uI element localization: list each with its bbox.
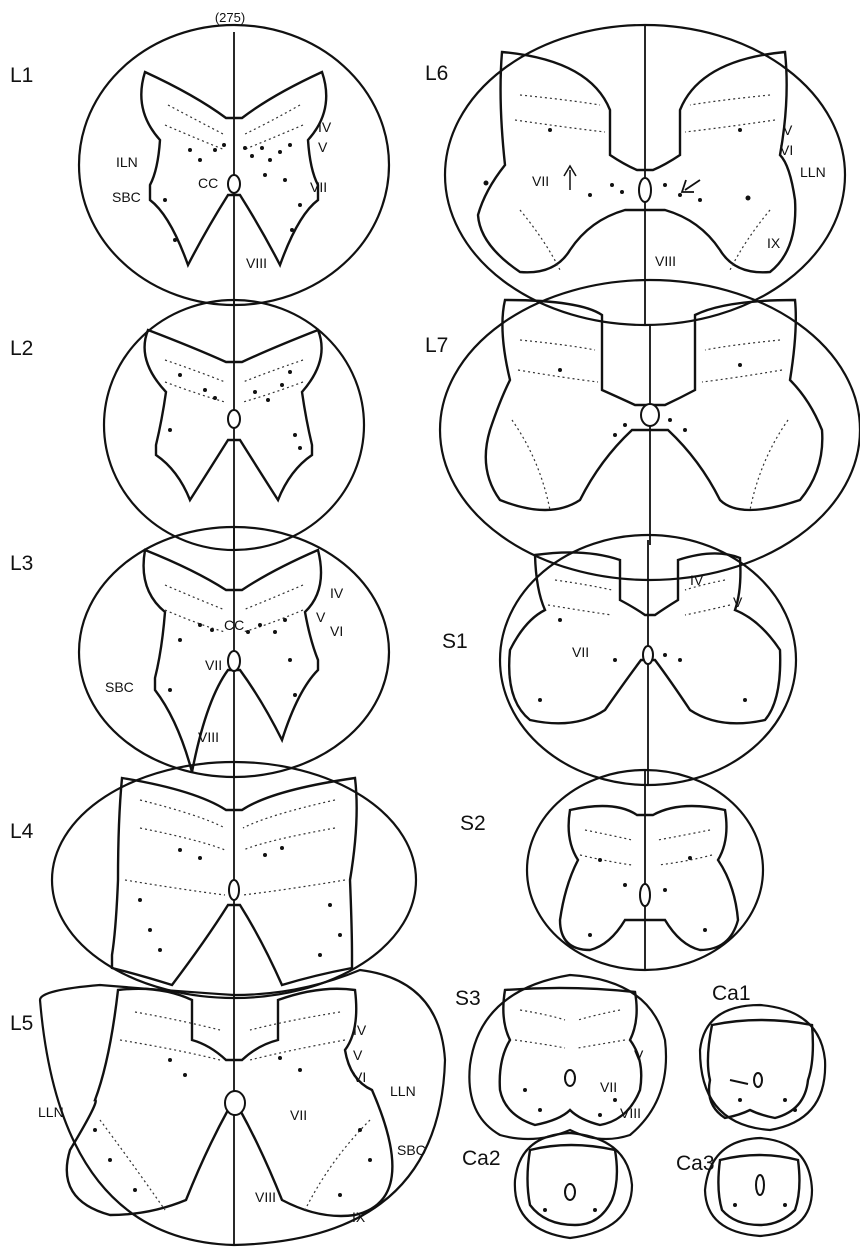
lamina-label: VII	[205, 657, 222, 673]
lamina-label: VII	[290, 1107, 307, 1123]
nucleus-label-sbc: SBC	[112, 189, 141, 205]
labelled-cells	[733, 1203, 787, 1207]
labelled-cells	[543, 1208, 597, 1212]
segment-label-l5: L5	[10, 1012, 33, 1035]
lamina-label: VIII	[198, 729, 219, 745]
segment-label-ca1: Ca1	[712, 982, 751, 1005]
section-s2: S2	[460, 770, 763, 970]
lamina-label: IV	[330, 585, 344, 601]
lamina-label: VII	[600, 1079, 617, 1095]
nucleus-label-iln: ILN	[116, 154, 138, 170]
lamina-label: IX	[352, 1209, 366, 1225]
open-arrow-icon	[564, 166, 576, 190]
lamina-label: VI	[780, 142, 793, 158]
segment-label-l7: L7	[425, 334, 448, 357]
segment-label-l4: L4	[10, 820, 34, 843]
lamina-label: V	[733, 594, 743, 610]
segment-label-ca2: Ca2	[462, 1147, 501, 1170]
section-l2: L2	[10, 300, 364, 550]
nucleus-label-lln: LLN	[390, 1083, 416, 1099]
lamina-label: V	[634, 1047, 644, 1063]
segment-label-l3: L3	[10, 552, 33, 575]
section-l1: L1 IV V ILN CC VII SBC VIII	[10, 25, 389, 305]
section-ca1: Ca1	[700, 982, 825, 1130]
lamina-label: IX	[767, 235, 781, 251]
lamina-label: VIII	[255, 1189, 276, 1205]
central-canal-label: CC	[198, 175, 218, 191]
central-canal-label: CC	[224, 617, 244, 633]
segment-label-ca3: Ca3	[676, 1152, 715, 1175]
lamina-label: VI	[330, 623, 343, 639]
lamina-label: VIII	[655, 253, 676, 269]
labelled-cells	[484, 128, 751, 202]
section-ca3: Ca3	[676, 1138, 812, 1236]
labelled-cells	[138, 846, 342, 957]
segment-label-s3: S3	[455, 987, 481, 1010]
lamina-label: VIII	[246, 255, 267, 271]
segment-label-s2: S2	[460, 812, 486, 835]
lamina-label: V	[318, 139, 328, 155]
nucleus-label-sbc: SBC	[105, 679, 134, 695]
arrow-icon	[730, 1080, 748, 1084]
labelled-cells	[738, 1098, 797, 1112]
arrow-icon	[682, 180, 700, 192]
lamina-label: VII	[532, 173, 549, 189]
section-s3: S3 V VII VIII	[455, 975, 666, 1139]
lamina-label: VI	[353, 1069, 366, 1085]
section-l4: L4	[10, 762, 416, 998]
labelled-cells	[93, 1056, 372, 1197]
lamina-label: IV	[318, 119, 332, 135]
lamina-label: V	[353, 1047, 363, 1063]
segment-label-s1: S1	[442, 630, 468, 653]
lamina-label: V	[316, 609, 326, 625]
nucleus-label-lln: LLN	[800, 164, 826, 180]
section-ca2: Ca2	[462, 1133, 632, 1238]
lamina-label: IV	[353, 1022, 367, 1038]
section-l3: L3 IV V VI CC VII SBC VIII	[10, 527, 389, 777]
nucleus-label-sbc: SBC	[397, 1142, 426, 1158]
lamina-label: VII	[310, 179, 327, 195]
nucleus-label-lln: LLN	[38, 1104, 64, 1120]
section-l5: L5 IV V VI LLN LLN VII SBC VIII IX	[10, 970, 445, 1245]
page-label: (275)	[215, 10, 245, 25]
segment-label-l1: L1	[10, 64, 33, 87]
lamina-label: V	[783, 122, 793, 138]
segment-label-l2: L2	[10, 337, 33, 360]
lamina-label: VII	[572, 644, 589, 660]
lamina-label: IV	[690, 572, 704, 588]
lamina-label: VIII	[620, 1105, 641, 1121]
section-s1: S1 IV V VII	[442, 535, 796, 785]
segment-label-l6: L6	[425, 62, 448, 85]
